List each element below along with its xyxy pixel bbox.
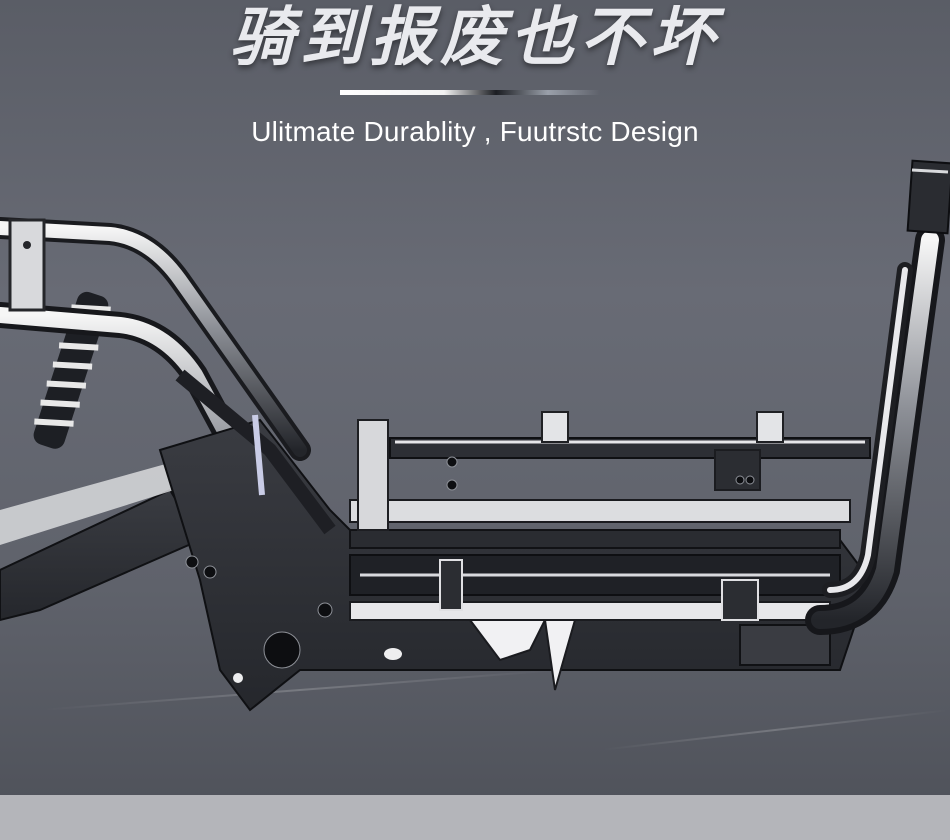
scooter-frame-icon xyxy=(0,159,950,750)
divider-line xyxy=(340,90,600,95)
product-banner: 骑到报废也不坏 Ulitmate Durablity , Fuutrstc De… xyxy=(0,1,950,750)
footer-strip xyxy=(0,795,950,840)
headline: 骑到报废也不坏 xyxy=(230,1,720,75)
light-streaks xyxy=(39,669,950,750)
subtitle: Ulitmate Durablity , Fuutrstc Design xyxy=(251,116,699,147)
